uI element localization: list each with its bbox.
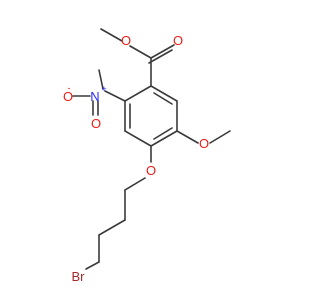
ester-methyl-bond <box>100 28 123 42</box>
nitro-oxygen-minus-label: O <box>63 89 73 104</box>
ring-double-bond <box>153 127 173 140</box>
methoxy-bond <box>176 130 199 144</box>
ester-carbonyl-bond <box>148 49 173 64</box>
ring-bond <box>150 130 178 147</box>
nitro-negative-charge: - <box>68 83 71 93</box>
molecule-drawing: O O N + O - O O O Br <box>63 28 231 284</box>
ester-oxygen-label: O <box>121 33 131 48</box>
methoxy-oxygen-label: O <box>199 136 209 151</box>
chain-bond <box>98 219 126 236</box>
nitro-nitrogen-label: N <box>90 89 99 104</box>
ester-carbonyl-bond <box>150 44 175 59</box>
ring-bond <box>124 130 152 147</box>
ring-bond <box>150 85 178 102</box>
ester-single-bond <box>129 45 152 59</box>
carbonyl-oxygen-label: O <box>173 33 183 48</box>
nitro-o-bond <box>98 69 104 90</box>
ring-bond <box>124 85 152 102</box>
chain-bond <box>124 177 146 191</box>
ether-oxygen-label: O <box>146 163 156 178</box>
nitro-positive-charge: + <box>101 84 106 94</box>
nitro-bond <box>104 90 126 102</box>
chain-bond <box>85 261 100 270</box>
nitro-oxygen-label: O <box>91 116 101 131</box>
bromine-label: Br <box>72 269 86 284</box>
methoxy-methyl-bond <box>209 130 231 144</box>
ring-double-bond <box>153 92 173 105</box>
structure-diagram: O O N + O - O O O Br <box>63 28 231 284</box>
